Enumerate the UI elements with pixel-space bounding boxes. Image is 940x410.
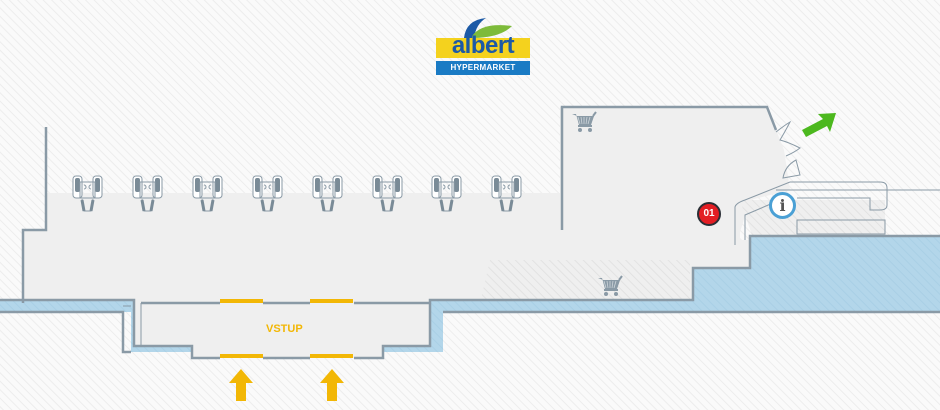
logo-subtitle: HYPERMARKET — [436, 61, 530, 75]
logo-leaf-icon — [464, 18, 512, 38]
entrance-label: VSTUP — [266, 323, 303, 335]
info-icon[interactable]: i — [769, 192, 796, 219]
albert-hypermarket-logo: albert HYPERMARKET — [436, 16, 530, 76]
store-number-badge[interactable]: 01 — [697, 202, 721, 226]
logo-wordmark: albert — [436, 32, 530, 59]
